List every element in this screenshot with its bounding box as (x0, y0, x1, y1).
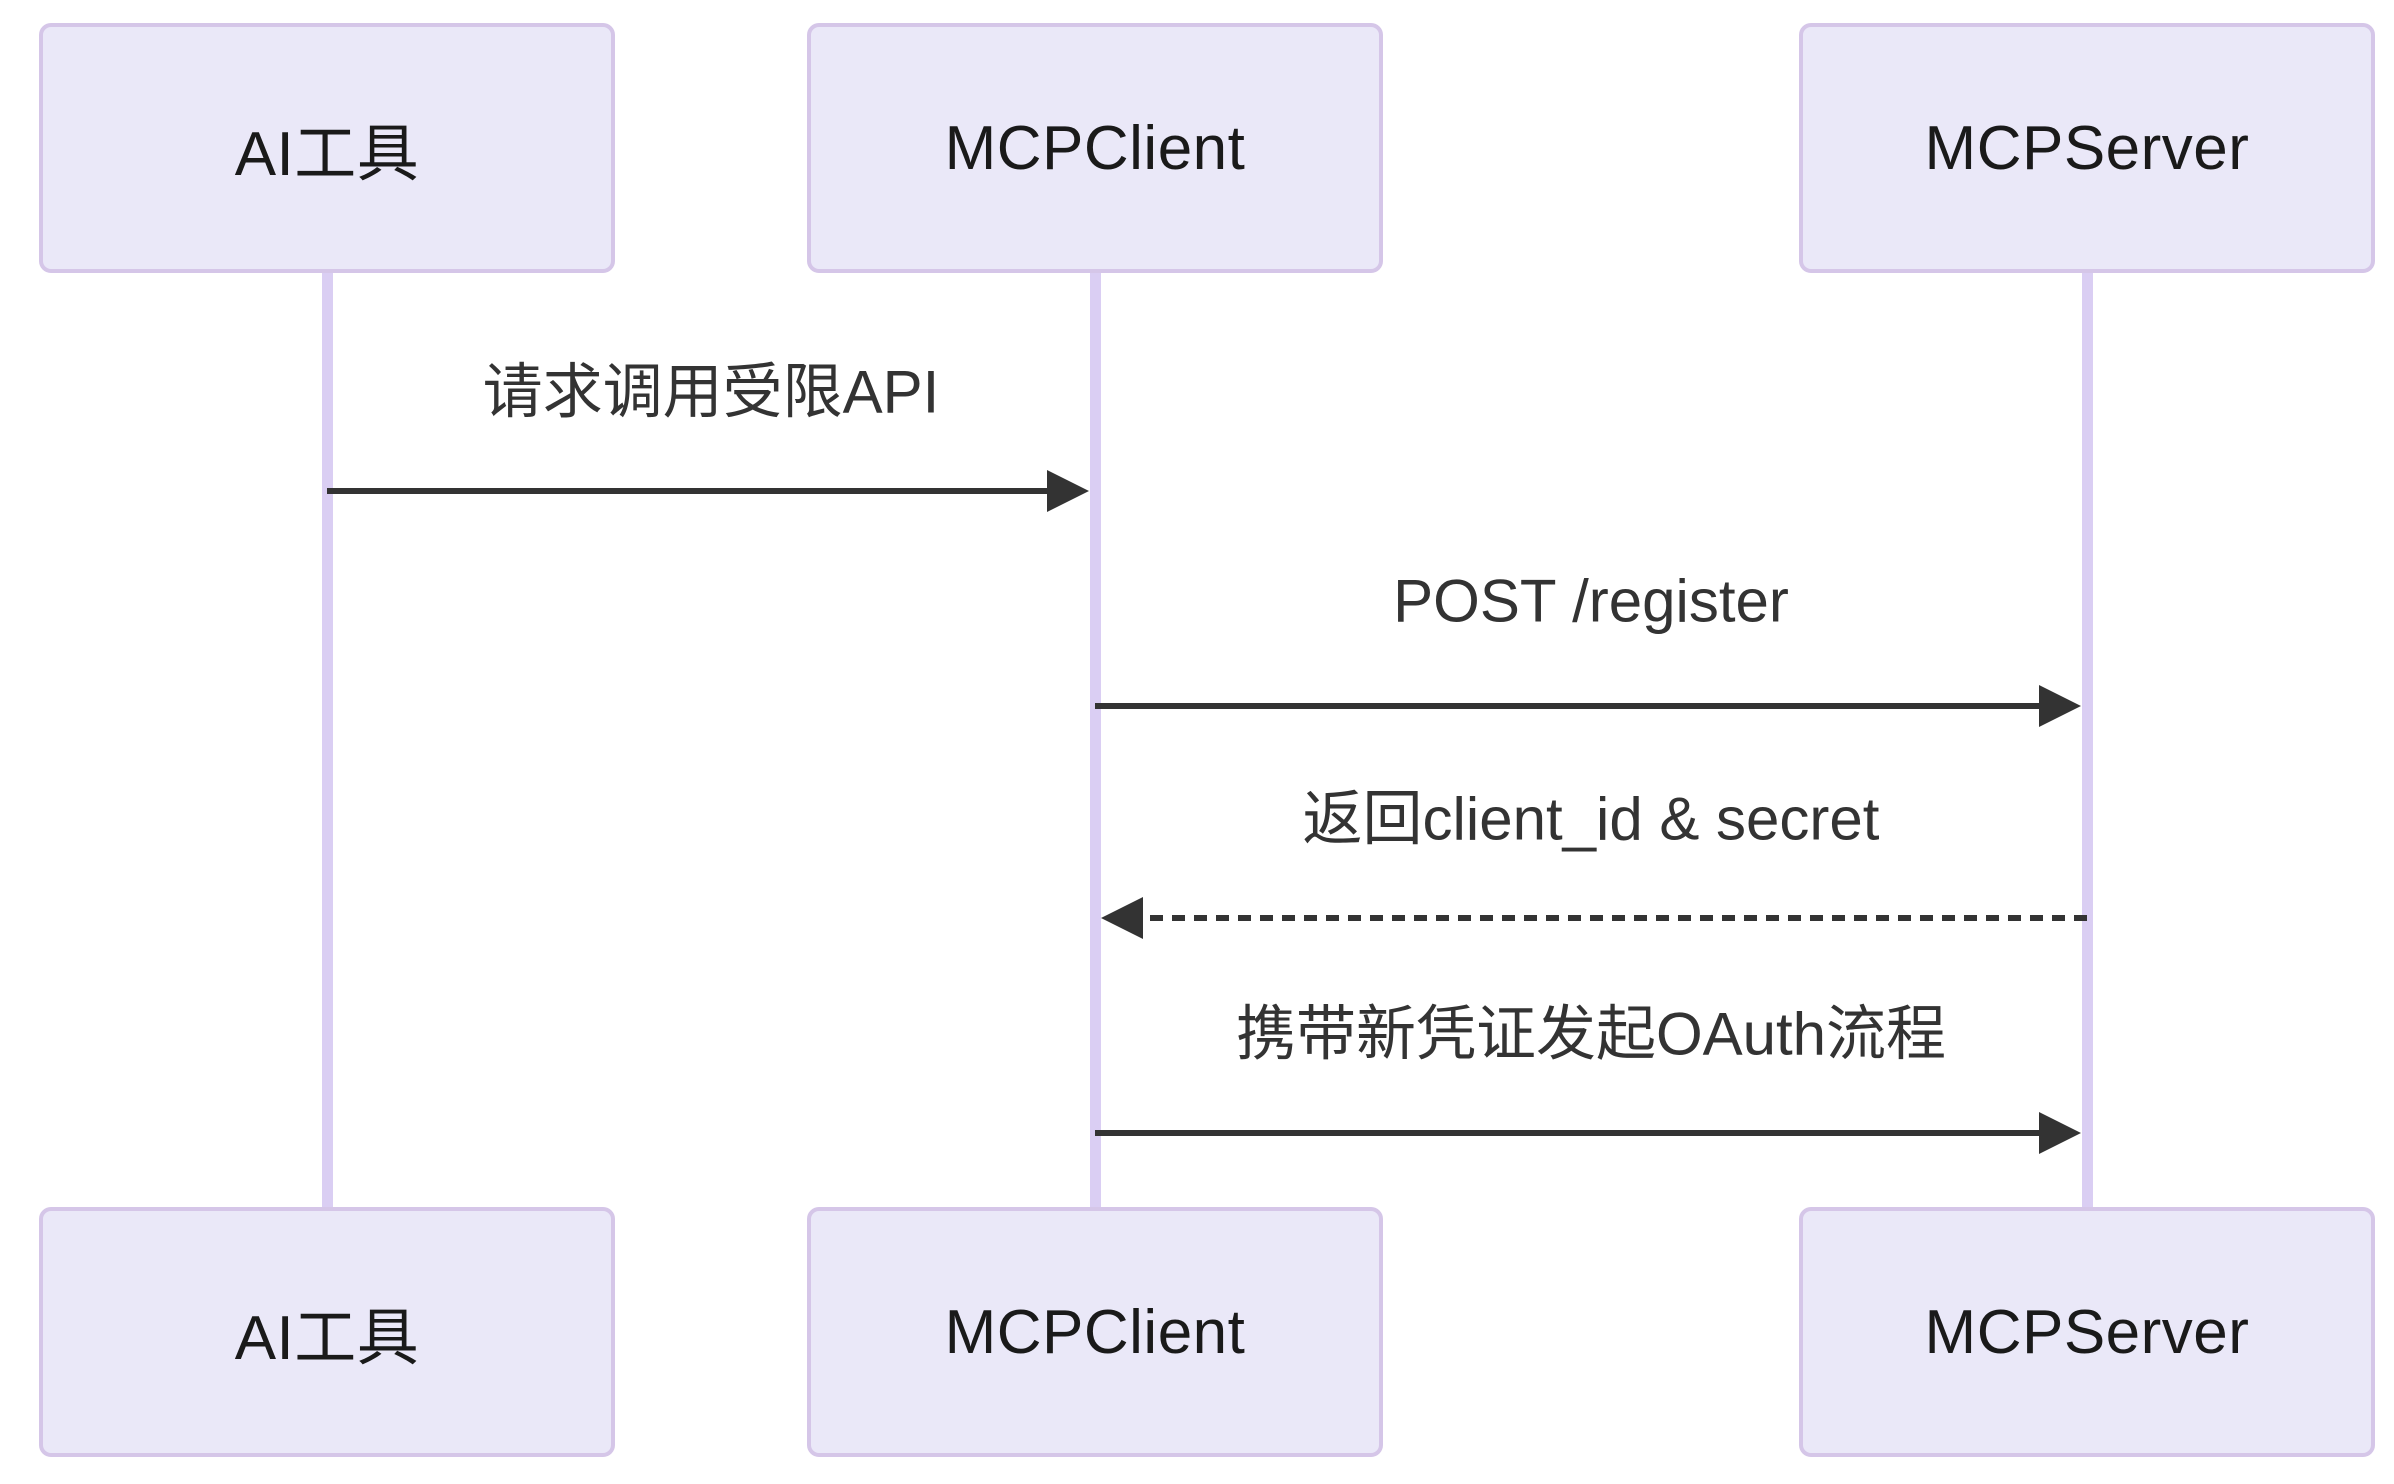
actor-label: MCPClient (944, 113, 1246, 183)
message-2-arrow-head (2039, 685, 2081, 727)
message-4-label: 携带新凭证发起OAuth流程 (1235, 1000, 1947, 1068)
actor-label: MCPClient (944, 1297, 1246, 1367)
lifeline-mcp-client (1090, 273, 1101, 1207)
lifeline-ai-tool (322, 273, 333, 1207)
actor-label: AI工具 (234, 1304, 420, 1373)
lifeline-mcp-server (2082, 273, 2093, 1207)
actor-box-bottom-mcp-server: MCPServer (1799, 1207, 2375, 1457)
message-1-label: 请求调用受限API (482, 358, 940, 426)
actor-box-top-ai-tool: AI工具 (39, 23, 615, 273)
actor-box-top-mcp-client: MCPClient (807, 23, 1383, 273)
actor-label: AI工具 (234, 120, 420, 189)
actor-label: MCPServer (1924, 113, 2250, 183)
message-4-arrow-head (2039, 1112, 2081, 1154)
message-3-arrow-head (1101, 897, 1143, 939)
actor-box-bottom-ai-tool: AI工具 (39, 1207, 615, 1457)
message-2-label: POST /register (1393, 567, 1789, 635)
message-3-label: 返回client_id & secret (1302, 785, 1880, 853)
actor-label: MCPServer (1924, 1297, 2250, 1367)
actor-box-top-mcp-server: MCPServer (1799, 23, 2375, 273)
message-1-arrow-head (1047, 470, 1089, 512)
actor-box-bottom-mcp-client: MCPClient (807, 1207, 1383, 1457)
